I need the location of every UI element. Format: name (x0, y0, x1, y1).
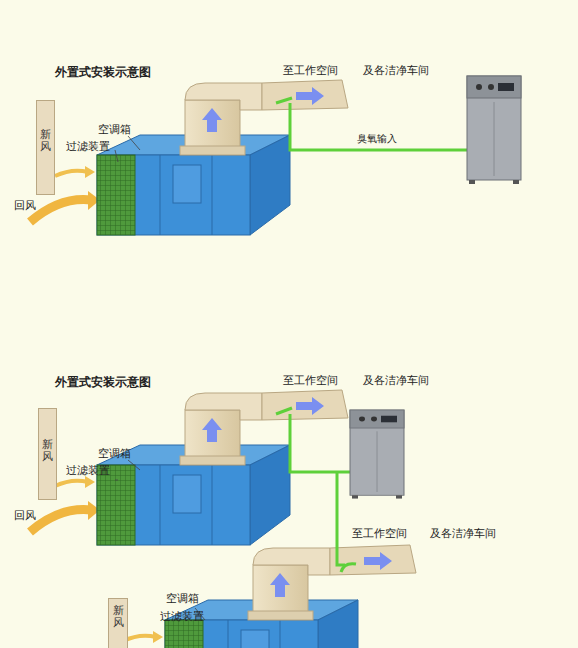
duct-label: 新风 (40, 129, 51, 153)
fresh-air-duct: 新风 (36, 100, 55, 195)
fresh-air-duct: 新风 (38, 408, 57, 500)
fresh-air-duct: 新风 (108, 598, 128, 648)
duct-label: 新风 (113, 605, 124, 629)
part-label: 过滤装置 (160, 610, 204, 623)
part-label: 空调箱 (98, 447, 131, 460)
part-label: 至工作空间 (283, 64, 338, 77)
part-label: 空调箱 (98, 123, 131, 136)
part-label: 回风 (14, 199, 36, 212)
diagram-title: 外置式安装示意图 (55, 375, 151, 389)
part-label: 空调箱 (166, 592, 199, 605)
diagram-title: 外置式安装示意图 (55, 65, 151, 79)
part-label: 臭氧输入 (357, 133, 397, 145)
part-label: 及各洁净车间 (363, 374, 429, 387)
duct-label: 新风 (42, 439, 53, 463)
part-label: 回风 (14, 509, 36, 522)
part-label: 及各洁净车间 (430, 527, 496, 540)
part-label: 及各洁净车间 (363, 64, 429, 77)
part-label: 至工作空间 (283, 374, 338, 387)
part-label: 过滤装置 (66, 464, 110, 477)
part-label: 过滤装置 (66, 140, 110, 153)
part-label: 至工作空间 (352, 527, 407, 540)
